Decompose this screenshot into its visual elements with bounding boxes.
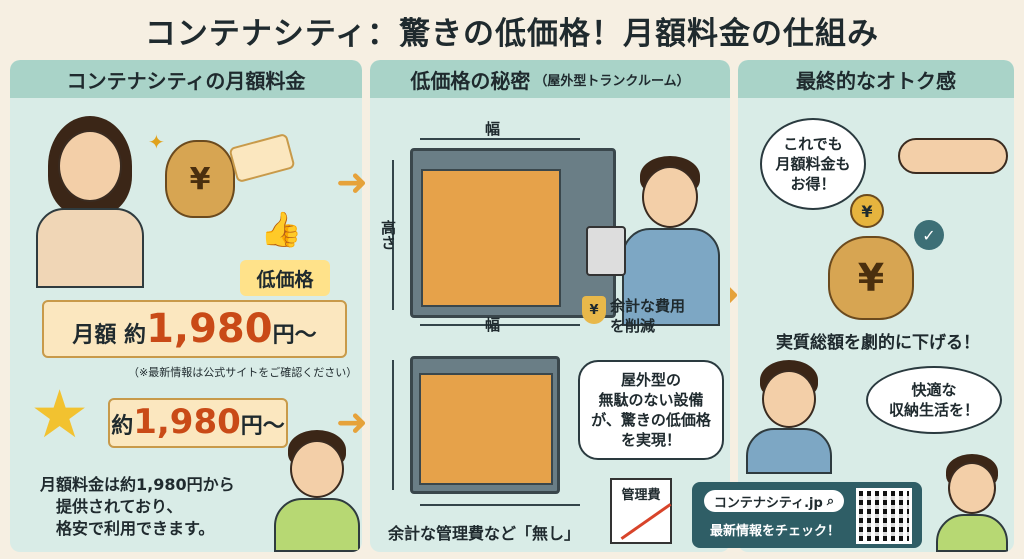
check-latest-text: 最新情報をチェック！ (709, 524, 840, 539)
panel-heading: コンテナシティの月額料金 (10, 60, 362, 98)
page-title: コンテナシティ：驚きの低価格！月額料金の仕組み (144, 16, 880, 52)
speech-bubble-bottom: 快適な 収納生活を！ (866, 366, 1002, 434)
bubble-line: これでも (783, 135, 843, 153)
sparkle-icon: ✦ (148, 130, 165, 154)
disclaimer-note: （※最新情報は公式サイトをご確認ください） (128, 366, 358, 379)
panel-monthly-fee: コンテナシティの月額料金 ¥ ✦ 👍 低価格 月額 約 1,980 円〜 （※最… (10, 60, 362, 552)
speech-bubble: 屋外型の 無駄のない設備 が、驚きの低価格 を実現！ (578, 360, 724, 460)
man-with-calculator-illustration (586, 156, 724, 326)
monthly-price-tag: 月額 約 1,980 円〜 (42, 300, 347, 358)
cost-cut-text: 余計な費用 を削減 (610, 296, 685, 336)
panel-final-value: 最終的なオトク感 これでも 月額料金も お得！ ¥ ✓ ¥ 実質総額を劇的に下げ… (738, 60, 1014, 552)
calculator-icon (586, 226, 626, 276)
coin-icon: ¥ (850, 194, 884, 228)
price-number: 1,980 (146, 306, 273, 352)
description-line: 月額料金は約1,980円から (40, 475, 235, 494)
container-interior (419, 373, 553, 485)
reduce-total-text: 実質総額を劇的に下げる！ (776, 333, 980, 353)
description-line: 提供されており、 (56, 497, 183, 516)
url-text: コンテナシティ.jp (713, 495, 823, 511)
star-price-banner: 約 1,980 円〜 (108, 398, 288, 448)
description-line: 格安で利用できます。 (56, 519, 215, 538)
star-price-prefix: 約 (111, 414, 134, 439)
qr-code-icon[interactable] (856, 488, 912, 544)
website-banner[interactable]: コンテナシティ.jp ⌕ 最新情報をチェック！ (692, 482, 922, 548)
storage-container-bottom (410, 356, 560, 494)
price-prefix: 月額 約 (72, 323, 147, 348)
website-url[interactable]: コンテナシティ.jp ⌕ (704, 490, 844, 512)
arrow-right-icon: ➜ (336, 160, 368, 204)
hand-icon (898, 138, 1008, 174)
woman-illustration (30, 108, 150, 288)
star-price-number: 1,980 (133, 402, 241, 442)
yen-money-bag-icon: ¥ (828, 236, 914, 320)
man-smiling-illustration (934, 452, 1010, 552)
cost-cut-line: 余計な費用 (610, 297, 686, 315)
height-arrow (392, 160, 394, 310)
description-text: 月額料金は約1,980円から 提供されており、 格安で利用できます。 (40, 474, 235, 540)
width-arrow (420, 138, 580, 140)
man-thumbs-up-illustration (744, 358, 834, 474)
bubble-line: お得！ (790, 175, 836, 193)
fee-label: 管理費 (621, 488, 661, 503)
height-label: 高さ (379, 220, 397, 250)
bubble-line: 月額料金も (775, 155, 851, 173)
yen-money-bag-icon: ¥ (165, 140, 235, 218)
width-arrow-bottom (420, 324, 580, 326)
yen-shield-icon: ¥ (582, 296, 606, 324)
bubble-line: 収納生活を！ (888, 401, 979, 419)
panel-heading: 低価格の秘密 （屋外型トランクルーム） (370, 60, 730, 98)
container-interior (421, 169, 561, 307)
speech-bubble-top: これでも 月額料金も お得！ (760, 118, 866, 210)
heading-sub: （屋外型トランクルーム） (534, 73, 690, 89)
bubble-line: 快適な (911, 381, 957, 399)
panel-low-price-secret: 低価格の秘密 （屋外型トランクルーム） 幅 高さ 幅 ¥ 余計な費用 を削減 屋… (370, 60, 730, 552)
width-arrow-3 (420, 504, 580, 506)
price-label-tag (228, 132, 296, 184)
star-price-unit: 円〜 (240, 414, 285, 439)
man-illustration (272, 428, 362, 552)
width-label: 幅 (485, 120, 501, 138)
strike-line (620, 503, 672, 540)
arrow-right-icon: ➜ (336, 400, 368, 444)
thumbs-up-icon: 👍 (260, 210, 303, 250)
bubble-line: 屋外型の (620, 371, 681, 389)
star-thumbs-icon: ★ (30, 376, 90, 453)
heading-main: 低価格の秘密 (410, 68, 531, 93)
search-icon: ⌕ (826, 493, 835, 509)
height-arrow-2 (392, 360, 394, 490)
price-unit: 円〜 (272, 323, 317, 348)
cost-cut-line: を削減 (610, 317, 656, 335)
management-fee-box: 管理費 (610, 478, 672, 544)
check-icon: ✓ (914, 220, 944, 250)
width-label-bottom: 幅 (485, 316, 501, 334)
bubble-line: を実現！ (620, 431, 681, 449)
no-fee-text: 余計な管理費など「無し」 (388, 524, 581, 543)
bubble-line: 無駄のない設備 (598, 391, 704, 409)
bubble-line: が、驚きの低価格 (591, 411, 711, 429)
low-price-badge: 低価格 (240, 260, 330, 296)
panel-heading: 最終的なオトク感 (738, 60, 1014, 98)
